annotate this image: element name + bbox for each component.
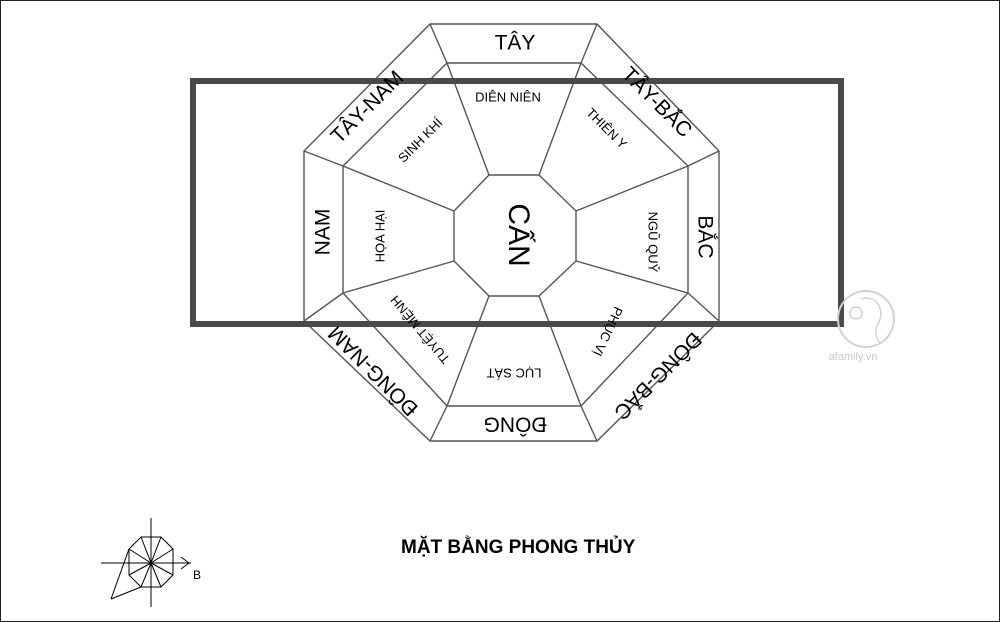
plan-caption: MẶT BẰNG PHONG THỦY: [401, 537, 636, 558]
direction-label-east: BẮC: [693, 215, 717, 258]
direction-label-southeast: ĐÔNG-BẮC: [610, 328, 707, 425]
sector-label-east: NGŨ QUỶ: [646, 212, 661, 273]
watermark-logo: [837, 290, 895, 348]
compass-icon: [101, 518, 191, 607]
sector-label-south: LỤC SÁT: [486, 366, 541, 381]
compass-label: B: [193, 568, 201, 582]
sector-label-southeast: PHỤC VỊ: [590, 304, 626, 358]
direction-label-west: NAM: [312, 209, 335, 256]
direction-label-southwest: ĐÔNG-NAM: [324, 321, 423, 420]
sector-label-northwest: SINH KHÍ: [395, 115, 446, 166]
sector-label-northeast: THIÊN Y: [583, 105, 630, 152]
sector-label-southwest: TUYỆT MỆNH: [387, 293, 453, 367]
direction-label-south: ĐÔNG: [484, 412, 547, 435]
sector-label-west: HỌA HẠI: [372, 210, 387, 263]
direction-label-northeast: TÂY-BẮC: [617, 62, 697, 142]
direction-label-north: TÂY: [495, 32, 536, 55]
center-label: CẤN: [502, 203, 536, 266]
watermark-text: afamily.vn: [829, 351, 878, 363]
house-frame: [190, 78, 844, 327]
sector-label-north: DIÊN NIÊN: [475, 89, 541, 104]
